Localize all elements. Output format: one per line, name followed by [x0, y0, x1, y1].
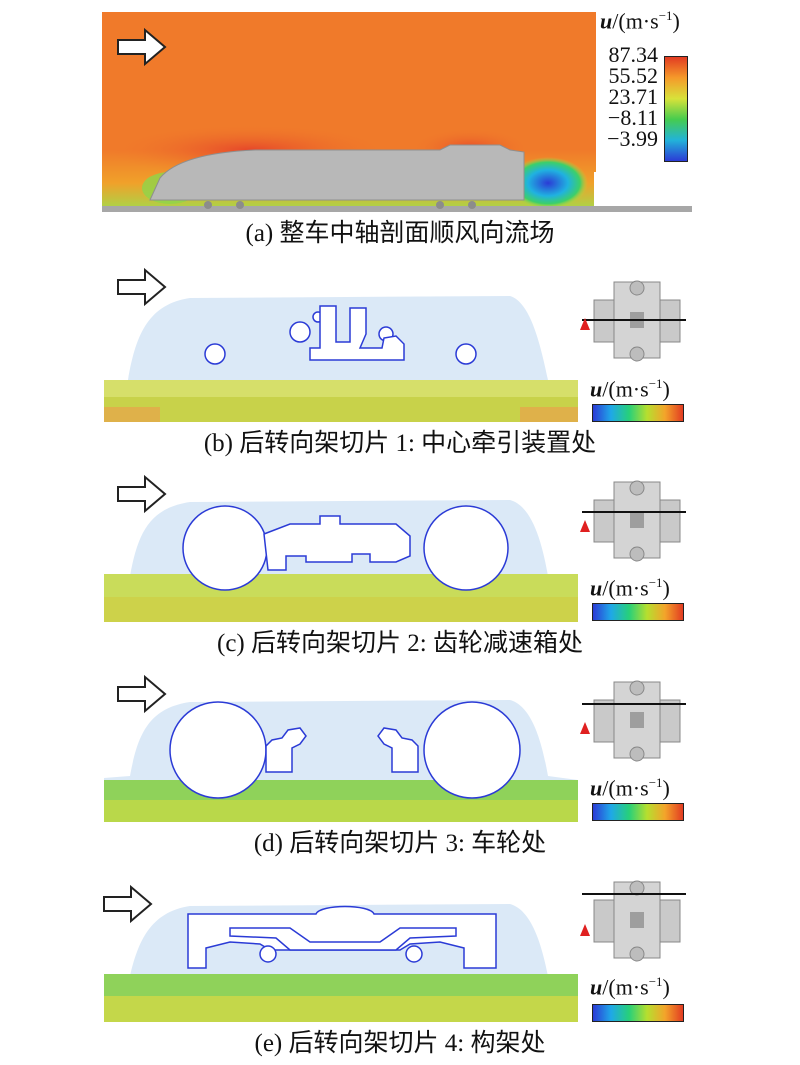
wind-direction-arrow-icon [117, 474, 167, 514]
panel-a-flow-field [102, 12, 692, 212]
wheel-geometry [169, 701, 521, 799]
slice-position-marker-icon [580, 924, 590, 936]
horizontal-colorbar [592, 1004, 684, 1022]
caption-d: (d) 后转向架切片 3: 车轮处 [253, 830, 547, 857]
slice-locator-diagram [580, 280, 686, 362]
panel-c-slice-vectors [104, 474, 686, 622]
legend-title-e: u/(m·s−1) [590, 974, 670, 1000]
slice-position-marker-icon [580, 318, 590, 330]
slice-position-marker-icon [580, 722, 590, 734]
caption-a: (a) 整车中轴剖面顺风向流场 [245, 220, 555, 247]
legend-title-a: u/(m·s−1) [600, 8, 680, 34]
panel-a: u/(m·s−1) 87.34 55.52 23.71 −8.11 −3.99 … [0, 0, 800, 260]
panel-b: u/(m·s−1) (b) 后转向架切片 1: 中心牵引装置处 [0, 262, 800, 462]
panel-c: u/(m·s−1) (c) 后转向架切片 2: 齿轮减速箱处 [0, 462, 800, 662]
horizontal-colorbar [592, 803, 684, 821]
slice-locator-diagram [580, 880, 686, 962]
bogie-frame-geometry [187, 905, 497, 969]
train-body [149, 144, 525, 201]
panel-d-slice-vectors [104, 674, 686, 822]
vertical-colorbar [664, 56, 688, 162]
caption-e: (e) 后转向架切片 4: 构架处 [254, 1030, 546, 1057]
wind-direction-arrow-icon [117, 267, 167, 307]
slice-position-marker-icon [580, 520, 590, 532]
slice-locator-diagram [580, 480, 686, 562]
legend-title-c: u/(m·s−1) [590, 575, 670, 601]
horizontal-colorbar [592, 603, 684, 621]
panel-e: u/(m·s−1) (e) 后转向架切片 4: 构架处 [0, 862, 800, 1065]
wind-direction-arrow-icon [117, 674, 167, 714]
ground-plane [102, 206, 692, 212]
gearbox-wheel-geometry [182, 505, 509, 591]
caption-c: (c) 后转向架切片 2: 齿轮减速箱处 [217, 630, 583, 657]
slice-locator-diagram [580, 680, 686, 762]
legend-values-a: 87.34 55.52 23.71 −8.11 −3.99 [607, 42, 658, 151]
legend-title-d: u/(m·s−1) [590, 775, 670, 801]
wind-direction-arrow-icon [117, 27, 167, 67]
legend-title-b: u/(m·s−1) [590, 376, 670, 402]
panel-d: u/(m·s−1) (d) 后转向架切片 3: 车轮处 [0, 662, 800, 862]
panel-b-slice-vectors [104, 267, 686, 422]
wind-direction-arrow-icon [103, 884, 153, 924]
bogie-traction-geometry [204, 305, 477, 365]
caption-b: (b) 后转向架切片 1: 中心牵引装置处 [203, 430, 597, 457]
panel-e-slice-vectors [103, 880, 686, 1022]
horizontal-colorbar [592, 404, 684, 422]
wheel-sets [204, 201, 476, 209]
